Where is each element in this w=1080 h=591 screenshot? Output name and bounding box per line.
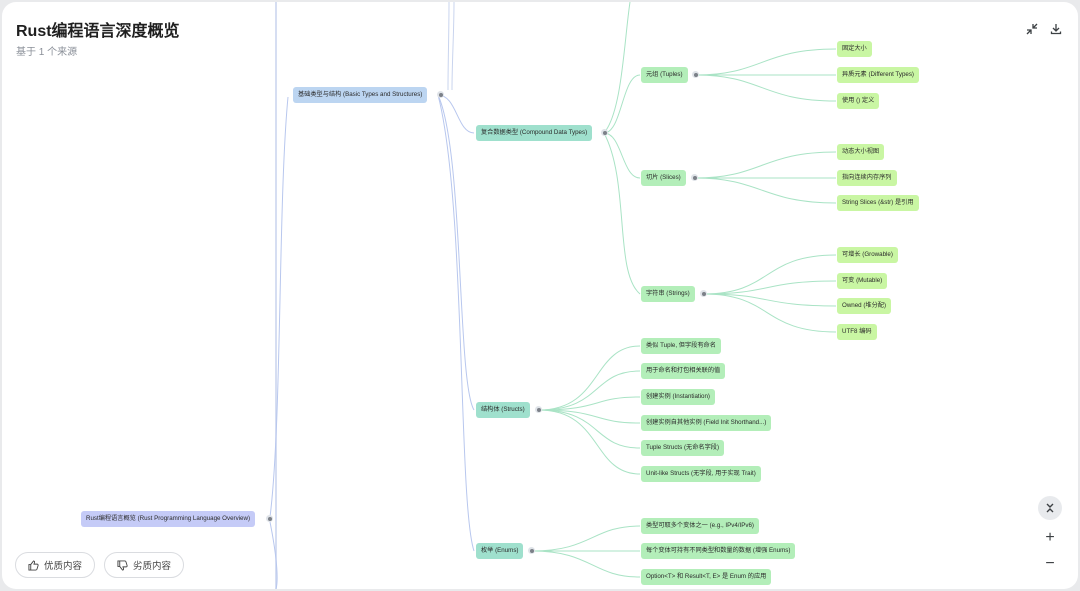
leaf-node[interactable]: 指向连续内存序列 — [837, 170, 897, 186]
thumbs-down-icon — [117, 559, 128, 571]
zoom-out-button[interactable]: − — [1045, 555, 1055, 572]
node-toggle[interactable] — [528, 547, 535, 554]
leaf-node[interactable]: UTF8 编码 — [837, 324, 877, 340]
node-enums[interactable]: 枚举 (Enums) — [476, 543, 524, 559]
node-slices[interactable]: 切片 (Slices) — [641, 170, 686, 186]
leaf-node[interactable]: Option<T> 和 Result<T, E> 是 Enum 的应用 — [641, 569, 772, 585]
node-structs[interactable]: 结构体 (Structs) — [476, 402, 530, 418]
leaf-node[interactable]: 每个变体可持有不同类型和数量的数据 (增强 Enums) — [641, 543, 796, 559]
page-title: Rust编程语言深度概览 — [16, 23, 180, 40]
bad-content-button[interactable]: 劣质内容 — [104, 552, 184, 578]
source-count: 基于 1 个来源 — [16, 47, 78, 58]
node-toggle[interactable] — [601, 129, 608, 136]
node-compound[interactable]: 复合数据类型 (Compound Data Types) — [476, 125, 593, 141]
zoom-in-button[interactable]: + — [1045, 529, 1055, 546]
fit-view-button[interactable] — [1038, 496, 1062, 520]
leaf-node[interactable]: 动态大小视图 — [837, 144, 885, 160]
node-toggle[interactable] — [266, 515, 273, 522]
good-content-button[interactable]: 优质内容 — [15, 552, 95, 578]
leaf-node[interactable]: 使用 () 定义 — [837, 93, 880, 109]
leaf-node[interactable]: 可增长 (Growable) — [837, 247, 898, 263]
thumbs-up-icon — [28, 559, 39, 571]
download-icon — [1050, 24, 1062, 35]
download-button[interactable] — [1047, 20, 1065, 38]
leaf-node[interactable]: String Slices (&str) 是引用 — [837, 195, 919, 211]
node-toggle[interactable] — [700, 290, 707, 297]
leaf-node[interactable]: 类似 Tuple, 但字段有命名 — [641, 338, 721, 354]
node-toggle[interactable] — [692, 71, 699, 78]
leaf-node[interactable]: 可变 (Mutable) — [837, 273, 888, 289]
leaf-node[interactable]: Owned (堆分配) — [837, 298, 892, 314]
node-tuples[interactable]: 元组 (Tuples) — [641, 67, 688, 83]
good-content-label: 优质内容 — [44, 561, 83, 572]
node-root[interactable]: Rust编程语言概览 (Rust Programming Language Ov… — [81, 511, 256, 527]
leaf-node[interactable]: 类型可取多个变体之一 (e.g., IPv4/IPv6) — [641, 518, 759, 534]
bad-content-label: 劣质内容 — [133, 561, 172, 572]
leaf-node[interactable]: 固定大小 — [837, 41, 872, 57]
leaf-node[interactable]: 异质元素 (Different Types) — [837, 67, 919, 83]
collapse-icon — [1026, 23, 1038, 35]
leaf-node[interactable]: 创建实例 (Instantiation) — [641, 389, 715, 405]
leaf-node[interactable]: 用于命名和打包相关联的值 — [641, 363, 726, 379]
node-strings[interactable]: 字符串 (Strings) — [641, 286, 695, 302]
node-basic-types[interactable]: 基础类型与结构 (Basic Types and Structures) — [293, 87, 428, 103]
node-toggle[interactable] — [691, 174, 698, 181]
leaf-node[interactable]: Tuple Structs (无命名字段) — [641, 440, 724, 456]
collapse-button[interactable] — [1023, 20, 1041, 38]
node-toggle[interactable] — [535, 406, 542, 413]
expand-collapse-icon — [1046, 503, 1054, 513]
node-toggle[interactable] — [437, 91, 444, 98]
leaf-node[interactable]: 创建实例自其他实例 (Field Init Shorthand...) — [641, 415, 772, 431]
leaf-node[interactable]: Unit-like Structs (无字段, 用于实现 Trait) — [641, 466, 761, 482]
